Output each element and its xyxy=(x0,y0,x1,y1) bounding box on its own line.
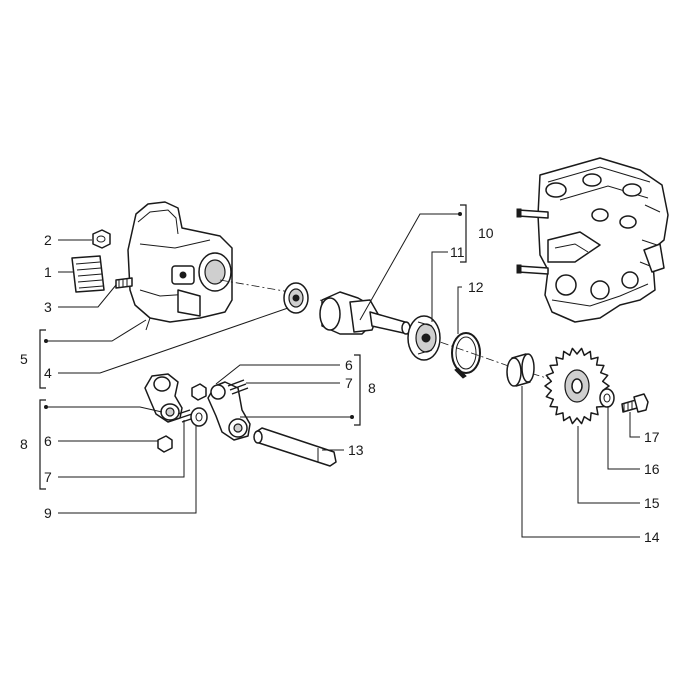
callout-labels: 2 1 3 5 4 8 6 7 9 6 7 8 13 10 11 12 17 1… xyxy=(20,225,660,545)
bolt-part-17 xyxy=(621,393,649,413)
callout-7-right: 7 xyxy=(345,375,353,391)
nut-part-2 xyxy=(92,229,111,249)
callout-7-left: 7 xyxy=(44,469,52,485)
cover-plate-part-1 xyxy=(71,255,105,293)
callout-15: 15 xyxy=(644,495,660,511)
callout-5: 5 xyxy=(20,351,28,367)
rocker-support-part-4 xyxy=(127,201,233,331)
callout-8-right: 8 xyxy=(368,380,376,396)
callout-6-right: 6 xyxy=(345,357,353,373)
decompressor-part-11 xyxy=(407,315,441,361)
callout-17: 17 xyxy=(644,429,660,445)
washer-part-16 xyxy=(599,388,615,408)
callout-10: 10 xyxy=(478,225,494,241)
sprocket-part-15 xyxy=(544,347,610,425)
callout-1: 1 xyxy=(44,264,52,280)
rocker-arm-left xyxy=(144,373,195,453)
rocker-shaft-part-13 xyxy=(253,427,337,467)
callout-8-left: 8 xyxy=(20,436,28,452)
camshaft-part-10 xyxy=(319,291,411,335)
callout-16: 16 xyxy=(644,461,660,477)
bearing-part-4 xyxy=(283,282,309,314)
stud-part-3 xyxy=(115,277,133,289)
cylinder-head xyxy=(516,157,669,323)
callout-14: 14 xyxy=(644,529,660,545)
rocker-arm-right xyxy=(190,379,251,441)
callout-4: 4 xyxy=(44,365,52,381)
brackets xyxy=(39,204,467,490)
camshaft-assembly xyxy=(219,279,649,425)
callout-11: 11 xyxy=(450,244,465,260)
callout-12: 12 xyxy=(468,279,484,295)
callout-9: 9 xyxy=(44,505,52,521)
callout-2: 2 xyxy=(44,232,52,248)
bushing-part-14 xyxy=(506,353,535,387)
circlip-part-12 xyxy=(451,332,481,379)
leader-lines xyxy=(46,213,640,538)
callout-3: 3 xyxy=(44,299,52,315)
callout-13: 13 xyxy=(348,442,364,458)
callout-6-left: 6 xyxy=(44,433,52,449)
